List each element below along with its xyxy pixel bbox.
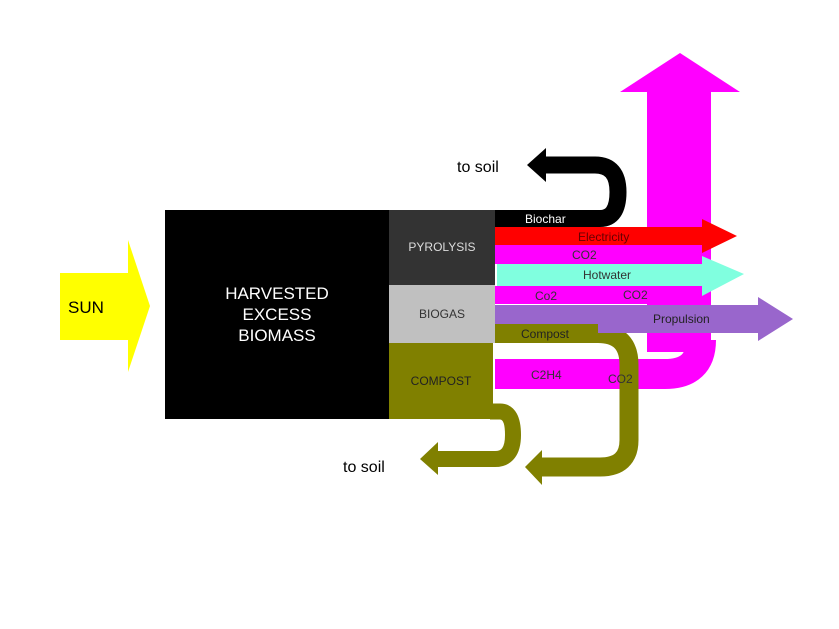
sun-label: SUN — [68, 298, 104, 317]
biomass-box — [165, 210, 389, 419]
co2-pyrolysis-label: CO2 — [572, 248, 597, 262]
biochar-label: Biochar — [525, 212, 566, 226]
compost-loop — [495, 324, 639, 477]
c2h4-label: C2H4 — [531, 368, 562, 382]
pyrolysis-box — [389, 210, 495, 285]
compost-soil-arrowhead — [420, 442, 438, 475]
co2-compost-label: CO2 — [608, 372, 633, 386]
electricity-arrowhead — [702, 219, 737, 253]
co2-biogas-label-b: CO2 — [623, 288, 648, 302]
co2-pyrolysis-band — [495, 245, 700, 264]
propulsion-arrowhead — [758, 297, 793, 341]
compost-arrowhead — [525, 450, 542, 485]
biomass-label-line3: BIOMASS — [238, 326, 315, 345]
compost-soil-loop — [437, 403, 522, 467]
compost-box — [389, 343, 493, 419]
sun-arrow — [60, 240, 150, 372]
biomass-label-line1: HARVESTED — [225, 284, 329, 303]
to-soil-bottom-label: to soil — [343, 459, 385, 476]
hotwater-band — [497, 264, 702, 286]
biogas-label: BIOGAS — [419, 307, 465, 321]
to-soil-top-label: to soil — [457, 159, 499, 176]
hotwater-arrowhead — [702, 256, 744, 296]
c2h4-band — [495, 359, 605, 389]
electricity-label: Electricity — [578, 230, 629, 244]
pyrolysis-label: PYROLYSIS — [408, 240, 475, 254]
biochar-loop — [495, 156, 627, 227]
propulsion-band-wide — [598, 305, 758, 333]
biochar-arrowhead — [527, 148, 546, 182]
co2-biogas-band — [495, 286, 700, 304]
co2-biogas-label-a: Co2 — [535, 289, 557, 303]
biomass-label-line2: EXCESS — [243, 305, 312, 324]
propulsion-label: Propulsion — [653, 312, 710, 326]
co2-compost-curve — [495, 339, 716, 389]
electricity-band — [495, 227, 702, 245]
compost-flow-label: Compost — [521, 327, 570, 341]
biogas-box — [389, 285, 495, 343]
compost-label: COMPOST — [411, 374, 472, 388]
hotwater-label: Hotwater — [583, 268, 631, 282]
co2-up-arrowhead — [620, 53, 740, 92]
